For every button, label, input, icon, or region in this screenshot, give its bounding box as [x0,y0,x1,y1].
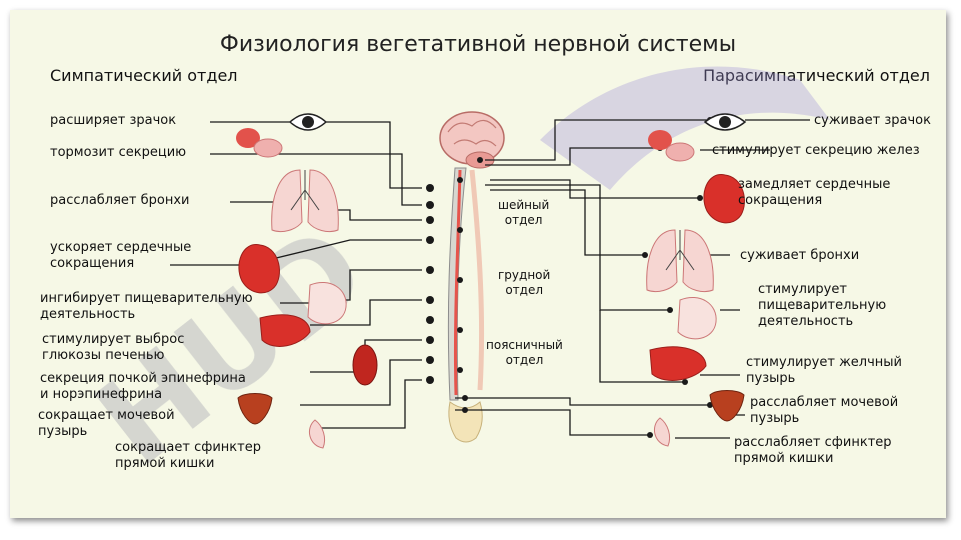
brain-icon [439,111,505,169]
sympathetic-ganglia [426,177,463,384]
kidney-icon [352,344,378,386]
heart-icon [238,244,280,294]
eye-icon [703,113,747,131]
rectum-icon [308,419,326,449]
stomach-icon [307,282,347,325]
bladder-icon [709,390,745,422]
effect-stimulates-glands: стимулирует секрецию желез [712,143,920,158]
heart-icon [703,174,745,224]
liver-icon [649,346,707,381]
salivary-gland-icon [648,130,695,162]
effect-relaxes-bronchi: расслабляет бронхи [50,193,190,208]
salivary-gland-icon [236,128,283,158]
effect-dilates-pupil: расширяет зрачок [50,113,177,128]
effect-constricts-pupil: суживает зрачок [814,113,931,128]
bladder-icon [237,393,273,425]
page-title: Физиология вегетативной нервной системы [219,32,737,57]
lungs-icon [271,169,339,233]
liver-icon [259,314,311,347]
effect-inhibits-secretion: тормозит секрецию [50,145,187,160]
sympathetic-heading: Симпатический отдел [50,66,238,85]
rectum-icon [653,417,671,447]
lungs-icon [646,229,714,293]
effect-constricts-bronchi: суживает бронхи [740,248,860,263]
parasympathetic-pathways [455,119,810,439]
diagram-frame: Физиология вегетативной нервной системы … [10,10,946,518]
stomach-icon [677,297,717,340]
nervous-system-diagram: HUD [72,66,830,493]
parasympathetic-heading: Парасимпатический отдел [703,66,930,85]
spinal-cord-icon [447,167,485,443]
eye-icon [288,113,328,131]
